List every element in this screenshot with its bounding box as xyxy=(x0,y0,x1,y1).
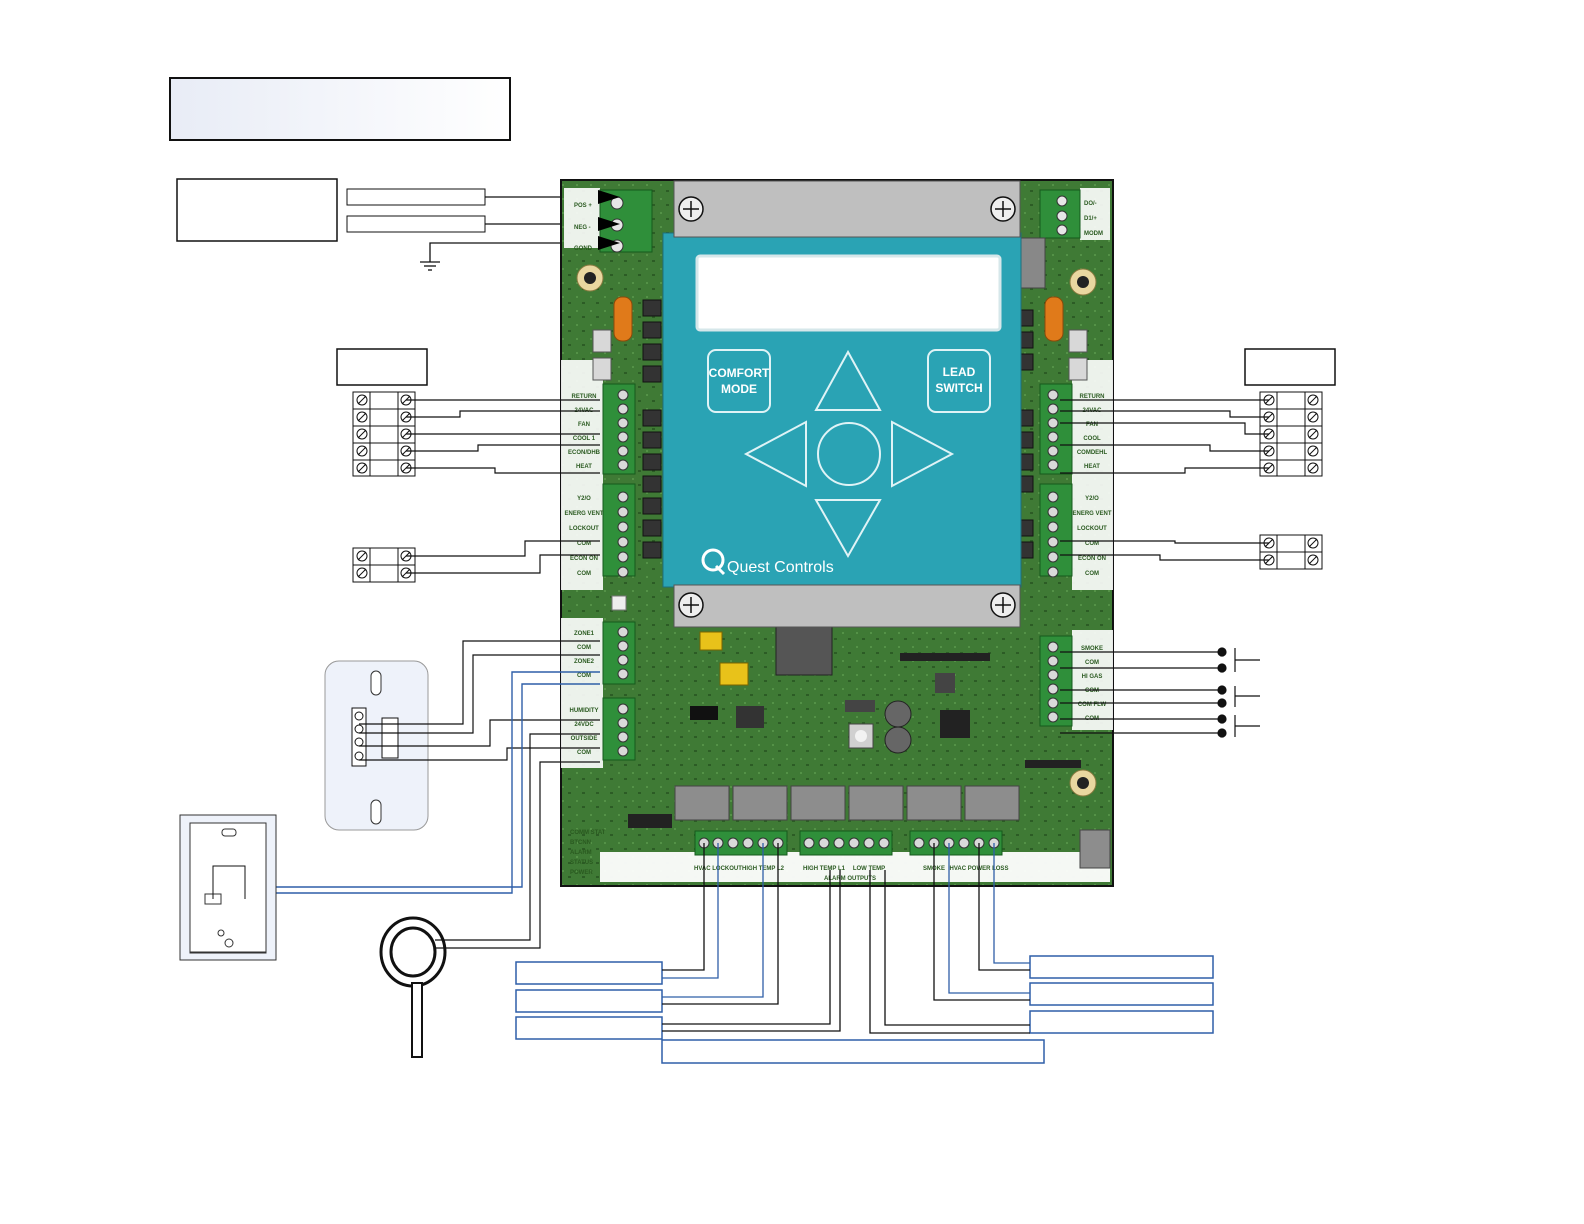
title-box xyxy=(169,77,511,141)
zone-label-1: COM xyxy=(577,645,591,651)
led-label-4: POWER xyxy=(570,870,593,876)
power-terminal-label-0: POS + xyxy=(574,203,592,209)
zone-label-0: ZONE1 xyxy=(574,631,595,637)
lead-switch-button[interactable]: LEAD SWITCH xyxy=(927,349,991,413)
alarm-output-box-1 xyxy=(515,961,663,985)
alarm-output-box-4 xyxy=(661,1039,1045,1064)
mount-screw-icon xyxy=(576,264,1097,797)
alarm-output-box-7 xyxy=(1029,1010,1214,1034)
up-arrow-button[interactable] xyxy=(814,349,882,411)
alarm-output-box-6 xyxy=(1029,982,1214,1006)
hvac2-aux-label-1: ENERG VENT xyxy=(1072,511,1111,517)
humidity-sensor-plate xyxy=(179,814,277,961)
brand-label: Quest Controls xyxy=(727,559,834,576)
modbus-terminal-label-0: DO/- xyxy=(1084,201,1097,207)
power-pos-label-box xyxy=(346,188,486,206)
hvac1-aux-label-4: ECON ON xyxy=(570,556,598,562)
sensor-label-1: 24VDC xyxy=(574,722,594,728)
hvac2-label-4: COMDEHL xyxy=(1077,450,1108,456)
power-terminal-label-2: GOND xyxy=(574,246,593,252)
ground-icon xyxy=(420,261,440,271)
alarm-input-label-2: HI GAS xyxy=(1082,674,1103,680)
lead-switch-label-2: SWITCH xyxy=(935,381,982,395)
hvac1-aux-label-2: LOCKOUT xyxy=(569,526,599,532)
hvac2-aux-label-4: ECON ON xyxy=(1078,556,1106,562)
right-arrow-button[interactable] xyxy=(891,420,955,488)
hvac1-aux-label-1: ENERG VENT xyxy=(564,511,603,517)
hvac1-aux-label-5: COM xyxy=(577,571,591,577)
lcd-screen xyxy=(695,254,1002,332)
contact-switch-icon xyxy=(1060,647,1260,738)
alarm-output-box-2 xyxy=(515,989,663,1013)
down-arrow-button[interactable] xyxy=(814,499,882,559)
hvac2-unit-box xyxy=(1244,348,1336,386)
hvac2-aux-label-2: LOCKOUT xyxy=(1077,526,1107,532)
hvac1-label-4: ECON/DHB xyxy=(568,450,601,456)
alarm-input-label-1: COM xyxy=(1085,660,1099,666)
quest-logo-icon xyxy=(701,548,726,576)
alarm-outputs-title: ALARM OUTPUTS xyxy=(824,876,876,882)
led-label-3: STATUS xyxy=(570,860,593,866)
led-list: COMM STAT BTCNN ALARM STATUS POWER xyxy=(570,830,606,876)
screw-terminal-icon xyxy=(356,394,412,474)
alarm-output-label-2: HIGH TEMP L1 xyxy=(803,866,846,872)
alarm-input-label-4: COM FLW xyxy=(1078,702,1107,708)
screw-terminal-icon xyxy=(1263,537,1319,566)
left-arrow-button[interactable] xyxy=(743,420,807,488)
temp-sensor-icon xyxy=(379,916,447,1058)
comfort-mode-label-1: COMFORT xyxy=(709,366,770,380)
hvac2-aux-label-5: COM xyxy=(1085,571,1099,577)
controller-board: COMM STAT BTCNN ALARM STATUS POWER POS +… xyxy=(560,179,1114,887)
hvac1-unit-box xyxy=(336,348,428,386)
hvac2-aux-label-0: Y2/O xyxy=(1085,496,1099,502)
sensor-label-2: OUTSIDE xyxy=(571,736,598,742)
modbus-terminal-label-1: D1/+ xyxy=(1084,216,1097,222)
power-source-box xyxy=(176,178,338,242)
hvac1-aux-label-3: COM xyxy=(577,541,591,547)
hvac2-aux-label-3: COM xyxy=(1085,541,1099,547)
hvac1-aux-label-0: Y2/O xyxy=(577,496,591,502)
display-module: COMFORT MODE LEAD SWITCH Quest Controls xyxy=(662,180,1022,628)
lead-switch-label-1: LEAD xyxy=(943,365,976,379)
alarm-input-label-0: SMOKE xyxy=(1081,646,1103,652)
hvac2-label-5: HEAT xyxy=(1084,464,1100,470)
hvac2-label-2: FAN xyxy=(1086,422,1098,428)
alarm-output-box-5 xyxy=(1029,955,1214,979)
hvac1-label-3: COOL 1 xyxy=(573,436,596,442)
zone-label-3: COM xyxy=(577,673,591,679)
hvac1-label-2: FAN xyxy=(578,422,590,428)
alarm-input-label-3: COM xyxy=(1085,688,1099,694)
sensor-label-3: COM xyxy=(577,750,591,756)
comfort-mode-label-2: MODE xyxy=(721,382,757,396)
hvac2-label-3: COOL xyxy=(1083,436,1101,442)
led-label-1: BTCNN xyxy=(570,840,591,846)
led-label-2: ALARM xyxy=(570,850,592,856)
power-neg-label-box xyxy=(346,215,486,233)
alarm-output-label-3: LOW TEMP xyxy=(853,866,885,872)
power-terminal-label-1: NEG - xyxy=(574,225,591,231)
sensor-label-0: HUMIDITY xyxy=(570,708,599,714)
hvac1-label-5: HEAT xyxy=(576,464,592,470)
mount-screw-icon xyxy=(678,196,1016,618)
hvac2-label-0: RETURN xyxy=(1080,394,1105,400)
modbus-terminal-label-2: MODM xyxy=(1084,231,1103,237)
center-select-button[interactable] xyxy=(817,422,881,486)
hvac1-label-0: RETURN xyxy=(572,394,597,400)
led-label-0: COMM STAT xyxy=(570,830,606,836)
comfort-mode-button[interactable]: COMFORT MODE xyxy=(707,349,771,413)
zone-label-2: ZONE2 xyxy=(574,659,595,665)
alarm-output-box-3 xyxy=(515,1016,663,1040)
